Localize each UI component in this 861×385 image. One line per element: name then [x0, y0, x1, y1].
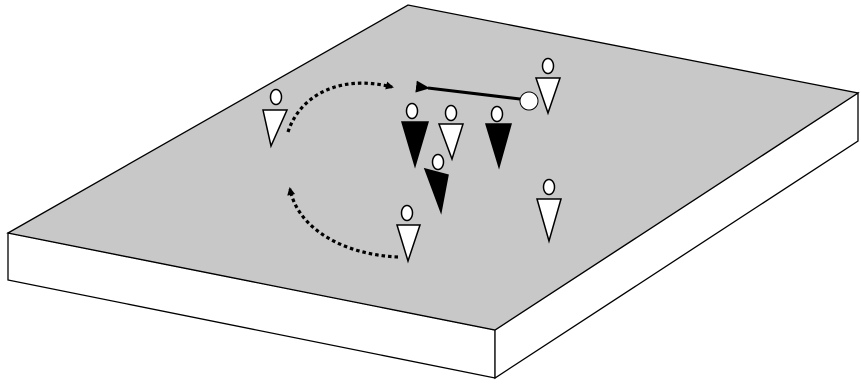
- ball: [520, 92, 538, 110]
